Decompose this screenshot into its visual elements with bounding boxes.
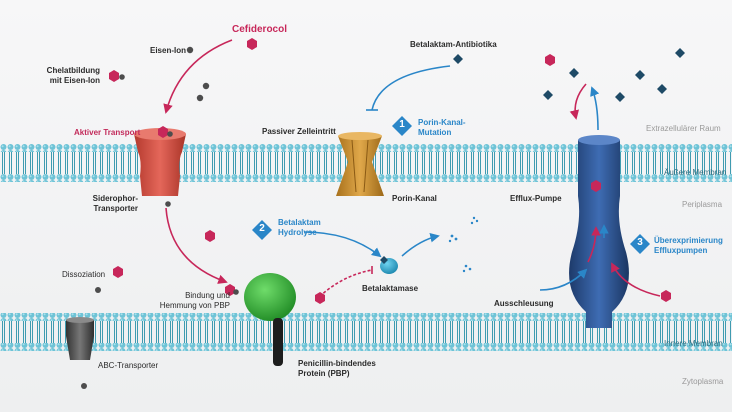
mechanism-1-text: Porin-Kanal- Mutation [418, 118, 466, 137]
iron-ions [81, 46, 239, 389]
region-inner-membrane: Innere Membran [664, 339, 723, 348]
hydrolysed-fragments [448, 216, 479, 273]
expulsion-label: Ausschleusung [494, 299, 554, 308]
siderophore-transporter-label: Siderophor- Transporter [92, 194, 138, 213]
mechanism-3-number: 3 [637, 237, 643, 248]
efflux-pump-label: Efflux-Pumpe [510, 194, 562, 203]
betalactam-arrows [303, 65, 609, 291]
mechanism-badges [252, 116, 650, 254]
cefiderocol-label: Cefiderocol [232, 24, 288, 35]
cefiderocol-molecules [109, 38, 671, 304]
dissociation-label: Dissoziation [62, 270, 106, 279]
mechanism-1-number: 1 [399, 119, 405, 130]
region-extracellular: Extrazellulärer Raum [646, 124, 721, 133]
abc-transporter-label: ABC-Transporter [98, 361, 159, 370]
region-cytoplasm: Zytoplasma [682, 377, 724, 386]
porin-channel-label: Porin-Kanal [392, 194, 437, 203]
betalactamase-label: Betalaktamase [362, 284, 419, 293]
pbp-label: Penicillin-bindendes Protein (PBP) [298, 359, 376, 378]
passive-entry-label: Passiver Zelleintritt [262, 127, 336, 136]
efflux-pump-protein [569, 135, 629, 328]
chelation-label: Chelatbildung mit Eisen-Ion [46, 66, 100, 85]
region-outer-membrane: Äußere Membran [664, 168, 727, 177]
mechanism-3-text: Überexprimierung Effluxpumpen [654, 236, 723, 255]
active-transport-label: Aktiver Transport [74, 128, 141, 137]
pbp-protein [244, 273, 296, 366]
abc-transporter-protein [66, 317, 94, 360]
iron-ion-label: Eisen-Ion [150, 46, 187, 55]
region-periplasm: Periplasma [682, 200, 723, 209]
mechanism-2-number: 2 [259, 223, 265, 234]
porin-channel-protein [336, 132, 384, 196]
binding-label: Bindung und Hemmung von PBP [159, 291, 230, 310]
siderophore-transporter-protein [134, 128, 186, 196]
inner-membrane [0, 313, 732, 351]
mechanism-2-text: Betalaktam Hydrolyse [278, 218, 321, 237]
betalactam-molecules [380, 48, 685, 264]
betalactam-antibiotics-label: Betalaktam-Antibiotika [410, 40, 497, 49]
